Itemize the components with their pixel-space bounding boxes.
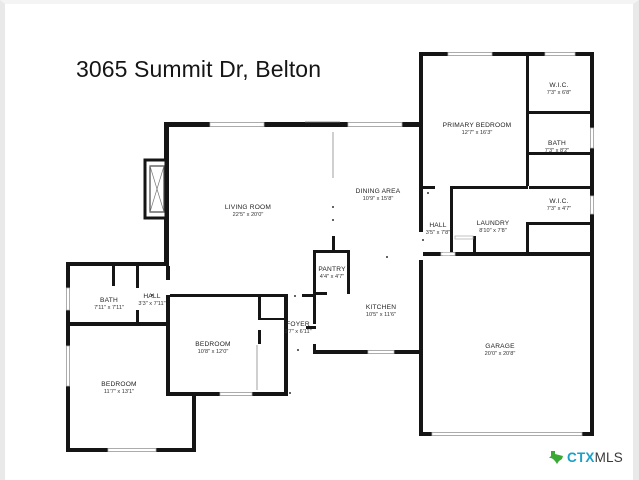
brand-prefix: CTX — [567, 449, 595, 465]
room-name-garage: GARAGE — [485, 343, 515, 350]
room-name-primary-bedroom: PRIMARY BEDROOM — [443, 122, 512, 129]
room-name-hall-east: HALL — [429, 222, 446, 229]
room-name-wic-2: W.I.C. — [549, 198, 568, 205]
room-name-living-room: LIVING ROOM — [225, 204, 271, 211]
room-size-dining-area: 10'9" x 15'8" — [363, 196, 394, 202]
room-size-bath-primary: 7'3" x 8'2" — [545, 148, 569, 154]
room-name-bath-primary: BATH — [548, 140, 566, 147]
room-size-primary-bedroom: 12'7" x 16'3" — [462, 130, 493, 136]
room-size-bedroom-center: 10'8" x 12'0" — [198, 349, 229, 355]
room-size-wic-1: 7'3" x 6'8" — [547, 90, 571, 96]
room-size-kitchen: 10'5" x 11'6" — [366, 312, 396, 318]
room-name-kitchen: KITCHEN — [366, 304, 396, 311]
room-name-bedroom-center: BEDROOM — [195, 341, 230, 348]
room-name-wic-1: W.I.C. — [549, 82, 568, 89]
room-size-bath-west: 7'11" x 7'11" — [94, 305, 124, 311]
windows — [66, 52, 594, 452]
room-name-hall-west: HALL — [143, 293, 160, 300]
ctxmls-logo: CTXMLS — [548, 448, 623, 466]
brand-suffix: MLS — [594, 449, 623, 465]
room-size-bedroom-west: 11'7" x 13'1" — [104, 389, 134, 395]
room-dots — [151, 192, 429, 394]
room-name-bath-west: BATH — [100, 297, 118, 304]
door-markers — [256, 121, 583, 436]
property-title: 3065 Summit Dr, Belton — [76, 56, 322, 82]
room-labels: PRIMARY BEDROOM 12'7" x 16'3" W.I.C. 7'3… — [94, 82, 571, 395]
room-size-wic-2: 7'3" x 4'7" — [547, 206, 571, 212]
room-name-bedroom-west: BEDROOM — [101, 381, 136, 388]
room-name-foyer: FOYER — [286, 321, 310, 328]
room-size-laundry: 8'10" x 7'8" — [479, 228, 507, 234]
room-name-pantry: PANTRY — [318, 266, 346, 273]
room-size-hall-east: 3'5" x 7'8" — [426, 230, 450, 236]
room-size-garage: 20'0" x 20'8" — [485, 351, 516, 357]
walls — [66, 52, 594, 452]
room-size-pantry: 4'4" x 4'7" — [320, 274, 344, 280]
room-name-laundry: LAUNDRY — [477, 220, 510, 227]
texas-icon — [549, 451, 563, 464]
room-size-living-room: 22'5" x 20'0" — [233, 212, 264, 218]
room-size-foyer: 3'7" x 6'11" — [284, 329, 311, 335]
room-name-dining-area: DINING AREA — [356, 188, 401, 195]
room-size-hall-west: 3'3" x 7'11" — [138, 301, 165, 307]
